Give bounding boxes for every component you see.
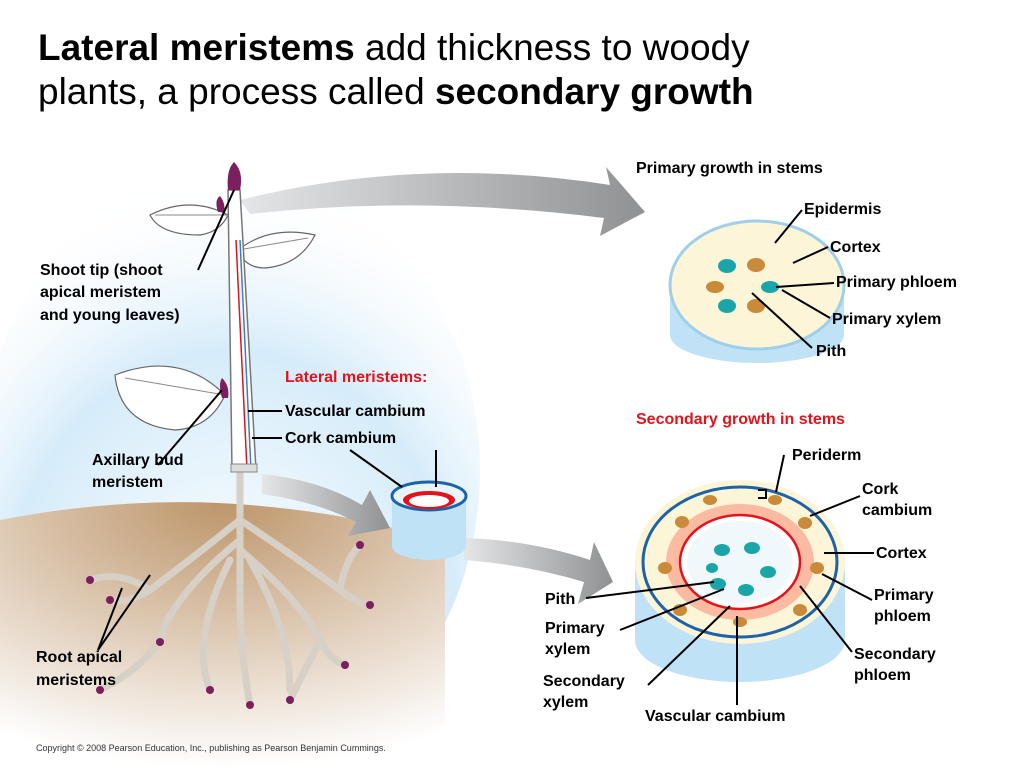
label-primary-phloem-2b: phloem bbox=[874, 608, 931, 625]
secondary-inner-bundles bbox=[706, 542, 776, 596]
label-cortex: Cortex bbox=[830, 239, 881, 256]
label-lateral-meristems: Lateral meristems: bbox=[285, 369, 427, 386]
primary-stem-disc bbox=[668, 219, 846, 363]
axillary-bud bbox=[220, 378, 229, 398]
label-vascular-cambium: Vascular cambium bbox=[285, 403, 426, 420]
label-secondary-phloem-a: Secondary bbox=[854, 646, 936, 663]
title-text-1: add thickness to woody bbox=[354, 27, 750, 68]
label-primary-phloem-2a: Primary bbox=[874, 587, 934, 604]
label-primary-xylem-2a: Primary bbox=[545, 620, 605, 637]
secondary-stem-disc bbox=[635, 480, 845, 682]
label-shoot-tip-1: Shoot tip (shoot bbox=[40, 262, 163, 279]
label-pith-2: Pith bbox=[545, 591, 575, 608]
stem-vascular-blue bbox=[239, 239, 252, 471]
label-periderm: Periderm bbox=[792, 447, 861, 464]
primary-vascular-bundles bbox=[706, 258, 779, 313]
arrow-to-lateral bbox=[262, 474, 390, 536]
label-shoot-tip-3: and young leaves) bbox=[40, 307, 180, 324]
leaf-bud bbox=[216, 196, 225, 212]
title-bold-1: Lateral meristems bbox=[38, 27, 355, 68]
label-cortex-2: Cortex bbox=[876, 545, 927, 562]
lateral-meristem-cylinder bbox=[390, 480, 468, 560]
stem-vascular-red bbox=[235, 239, 248, 471]
label-axillary-bud-1: Axillary bud bbox=[92, 452, 184, 469]
label-axillary-bud-2: meristem bbox=[92, 474, 163, 491]
leader-lines bbox=[97, 189, 874, 705]
label-primary-xylem-2b: xylem bbox=[545, 641, 590, 658]
label-secondary-xylem-b: xylem bbox=[543, 694, 588, 711]
title-text-2: plants, a process called bbox=[38, 71, 435, 112]
label-primary-phloem: Primary phloem bbox=[836, 274, 957, 291]
shoot-tip-bud bbox=[227, 162, 242, 190]
label-cork-cambium-2a: Cork bbox=[862, 481, 899, 498]
label-pith: Pith bbox=[816, 343, 846, 360]
leaf-veins bbox=[124, 214, 309, 396]
label-vascular-cambium-2: Vascular cambium bbox=[645, 708, 786, 725]
root-tips bbox=[86, 541, 374, 709]
label-secondary-xylem-a: Secondary bbox=[543, 673, 625, 690]
label-shoot-tip-2: apical meristem bbox=[40, 284, 161, 301]
secondary-phloem-wedges bbox=[658, 495, 824, 627]
soil bbox=[0, 502, 445, 768]
leaves bbox=[114, 204, 316, 431]
label-root-apical-1: Root apical bbox=[36, 649, 122, 666]
root-system bbox=[86, 466, 374, 709]
page-title: Lateral meristems add thickness to woody… bbox=[38, 26, 998, 114]
label-cork-cambium: Cork cambium bbox=[285, 430, 396, 447]
title-bold-2: secondary growth bbox=[434, 71, 754, 112]
copyright-notice: Copyright © 2008 Pearson Education, Inc.… bbox=[36, 743, 386, 753]
secondary-growth-heading: Secondary growth in stems bbox=[636, 411, 845, 428]
label-primary-xylem: Primary xylem bbox=[832, 311, 941, 328]
label-root-apical-2: meristems bbox=[36, 672, 116, 689]
primary-growth-heading: Primary growth in stems bbox=[636, 160, 823, 177]
stem-band bbox=[230, 463, 258, 473]
arrow-to-primary bbox=[240, 167, 645, 236]
label-epidermis: Epidermis bbox=[804, 201, 881, 218]
label-cork-cambium-2b: cambium bbox=[862, 502, 932, 519]
label-secondary-phloem-b: phloem bbox=[854, 667, 911, 684]
periderm-bracket bbox=[758, 489, 767, 499]
arrow-to-secondary bbox=[464, 538, 613, 604]
